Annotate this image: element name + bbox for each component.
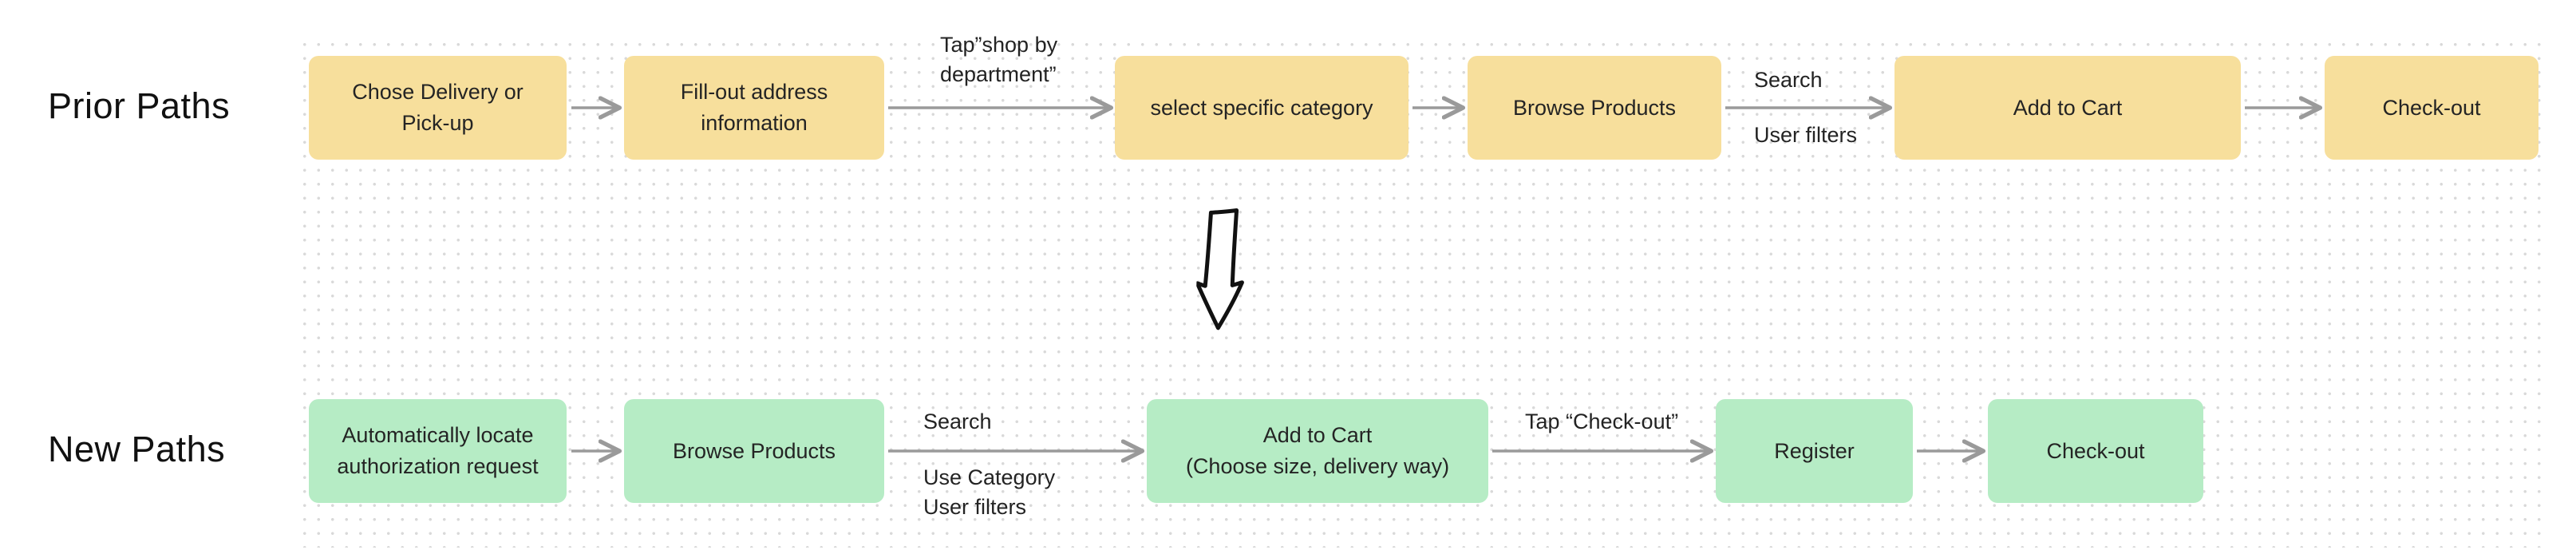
edge-label-use-category-user-filters: Use Category User filters: [923, 465, 1056, 519]
node-label: Chose Delivery or Pick-up: [352, 80, 523, 135]
prior-node-add-to-cart[interactable]: Add to Cart: [1894, 56, 2241, 160]
prior-node-check-out[interactable]: Check-out: [2325, 56, 2538, 160]
node-label: select specific category: [1150, 95, 1373, 120]
new-node-add-to-cart[interactable]: Add to Cart (Choose size, delivery way): [1147, 399, 1488, 503]
prior-node-fill-out-address[interactable]: Fill-out address information: [624, 56, 884, 160]
prior-node-browse-products[interactable]: Browse Products: [1468, 56, 1721, 160]
node-label: Automatically locate authorization reque…: [337, 423, 539, 478]
node-label: Check-out: [2382, 95, 2481, 120]
new-paths-title: New Paths: [48, 429, 226, 469]
prior-paths-title: Prior Paths: [48, 85, 231, 126]
prior-node-select-category[interactable]: select specific category: [1115, 56, 1409, 160]
prior-node-chose-delivery[interactable]: Chose Delivery or Pick-up: [309, 56, 567, 160]
new-node-register[interactable]: Register: [1716, 399, 1913, 503]
node-label: Browse Products: [1512, 95, 1677, 120]
edge-label-prior-search: Search: [1754, 68, 1823, 92]
node-label: Add to Cart (Choose size, delivery way): [1185, 423, 1450, 478]
edge-label-tap-check-out: Tap “Check-out”: [1525, 410, 1679, 433]
edge-label-prior-user-filters: User filters: [1754, 123, 1858, 147]
node-label: Browse Products: [672, 438, 836, 463]
node-label: Add to Cart: [2013, 95, 2123, 120]
edge-label-tap-shop-by-department: Tap”shop by department”: [940, 33, 1058, 86]
node-label: Fill-out address information: [680, 80, 828, 135]
node-label: Register: [1774, 438, 1855, 463]
new-node-browse-products[interactable]: Browse Products: [624, 399, 884, 503]
new-node-auto-locate[interactable]: Automatically locate authorization reque…: [309, 399, 567, 503]
node-label: Check-out: [2046, 438, 2145, 463]
new-node-check-out[interactable]: Check-out: [1988, 399, 2203, 503]
edge-label-new-search: Search: [923, 410, 992, 433]
